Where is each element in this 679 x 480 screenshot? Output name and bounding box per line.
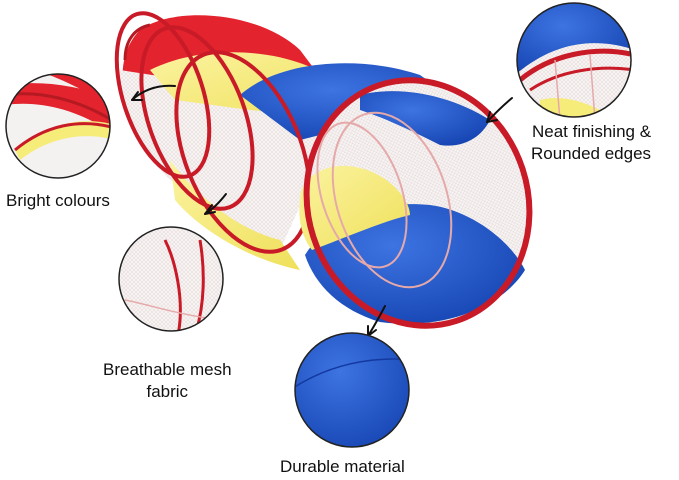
callout-label-neat-finishing: Neat finishing & Rounded edges (531, 121, 651, 165)
callout-label-durable-material: Durable material (280, 457, 405, 476)
play-tunnel (114, 11, 533, 329)
callout-label-mesh-line1: Breathable mesh (103, 360, 232, 379)
callout-label-mesh-line2: fabric (146, 382, 189, 401)
zoom-circle-durable (294, 332, 410, 448)
zoom-circle-mesh (118, 226, 224, 332)
callout-label-neat-line1: Neat finishing & (531, 122, 652, 141)
callout-arrows (131, 84, 513, 337)
callout-label-bright-colours: Bright colours (6, 191, 110, 210)
zoom-circle-bright (5, 73, 111, 179)
callout-label-neat-line2: Rounded edges (531, 144, 652, 163)
callout-label-breathable-mesh: Breathable mesh fabric (103, 359, 232, 403)
zoom-circle-neat (516, 2, 632, 118)
